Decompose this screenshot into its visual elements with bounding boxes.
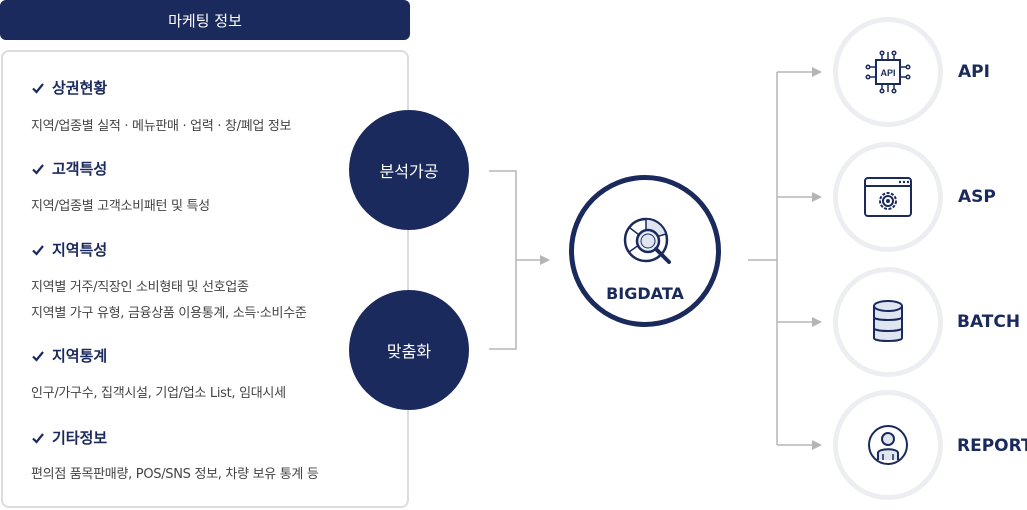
section-title: 상권현황 xyxy=(52,79,108,97)
output-batch-label: BATCH xyxy=(957,312,1021,332)
output-asp-label: ASP xyxy=(958,187,996,207)
output-report-label: REPORT xyxy=(957,436,1027,456)
section-desc: 지역별 가구 유형, 금융상품 이용통계, 소득·소비수준 xyxy=(31,306,307,321)
section-title: 지역특성 xyxy=(52,241,108,259)
section-title: 고객특성 xyxy=(52,160,108,178)
section-desc: 지역/업종별 실적 · 메뉴판매 · 업력 · 창/폐업 정보 xyxy=(31,119,292,134)
section-regional-stats: 지역통계 xyxy=(30,345,107,366)
bigdata-label: BIGDATA xyxy=(606,284,684,303)
output-api-circle: API xyxy=(833,17,943,127)
check-icon xyxy=(32,350,44,362)
section-desc: 인구/가구수, 집객시설, 기업/업소 List, 임대시세 xyxy=(31,386,286,401)
output-report-circle xyxy=(833,390,943,500)
check-icon xyxy=(32,244,44,256)
browser-gear-icon xyxy=(864,177,912,217)
data-analysis-icon xyxy=(623,217,671,264)
process-custom-label: 맞춤화 xyxy=(386,342,432,361)
api-chip-icon: API xyxy=(865,50,911,94)
check-icon xyxy=(32,82,44,94)
database-icon xyxy=(873,300,903,342)
svg-text:API: API xyxy=(880,68,895,78)
section-desc: 지역별 거주/직장인 소비형태 및 선호업종 xyxy=(31,280,249,295)
bigdata-circle: BIGDATA xyxy=(569,175,721,327)
process-custom-circle: 맞춤화 xyxy=(349,290,469,410)
check-icon xyxy=(32,163,44,175)
user-report-icon xyxy=(868,425,908,465)
output-batch-circle xyxy=(833,267,943,377)
output-asp-circle xyxy=(833,142,943,252)
section-desc: 지역/업종별 고객소비패턴 및 특성 xyxy=(31,199,210,214)
output-api-label: API xyxy=(958,62,990,82)
section-regional-traits: 지역특성 xyxy=(30,239,107,260)
section-customer-traits: 고객특성 xyxy=(30,158,107,179)
section-commercial-area: 상권현황 xyxy=(30,77,107,98)
check-icon xyxy=(32,432,44,444)
section-other-info: 기타정보 xyxy=(30,427,107,448)
marketing-info-panel xyxy=(1,50,409,508)
marketing-info-title: 마케팅 정보 xyxy=(168,11,242,30)
process-analysis-circle: 분석가공 xyxy=(349,110,469,230)
section-title: 지역통계 xyxy=(52,347,108,365)
section-title: 기타정보 xyxy=(52,429,108,447)
section-desc: 편의점 품목판매량, POS/SNS 정보, 차량 보유 통계 등 xyxy=(31,467,319,482)
process-analysis-label: 분석가공 xyxy=(379,162,439,181)
marketing-info-header: 마케팅 정보 xyxy=(0,0,410,40)
